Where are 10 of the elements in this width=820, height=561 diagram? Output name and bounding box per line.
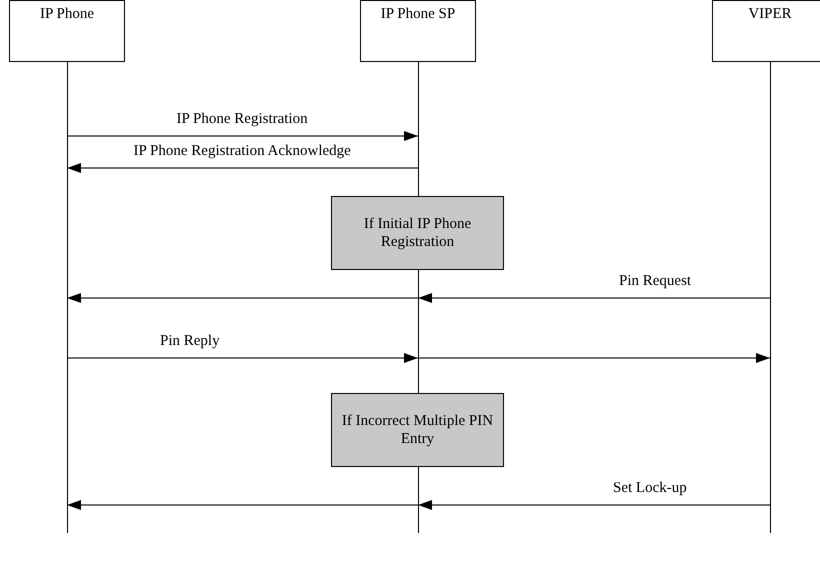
participant-box: VIPER bbox=[712, 0, 820, 62]
condition-box: If Initial IP Phone Registration bbox=[331, 196, 504, 270]
condition-box: If Incorrect Multiple PIN Entry bbox=[331, 393, 504, 467]
edge-label: IP Phone Registration bbox=[174, 110, 310, 128]
edge-label: Pin Reply bbox=[158, 332, 222, 350]
participant-box: IP Phone SP bbox=[360, 0, 476, 62]
edge-label: Pin Request bbox=[617, 272, 694, 290]
edge-label: IP Phone Registration Acknowledge bbox=[132, 142, 353, 160]
edge-label: Set Lock-up bbox=[611, 479, 689, 497]
participant-box: IP Phone bbox=[9, 0, 125, 62]
